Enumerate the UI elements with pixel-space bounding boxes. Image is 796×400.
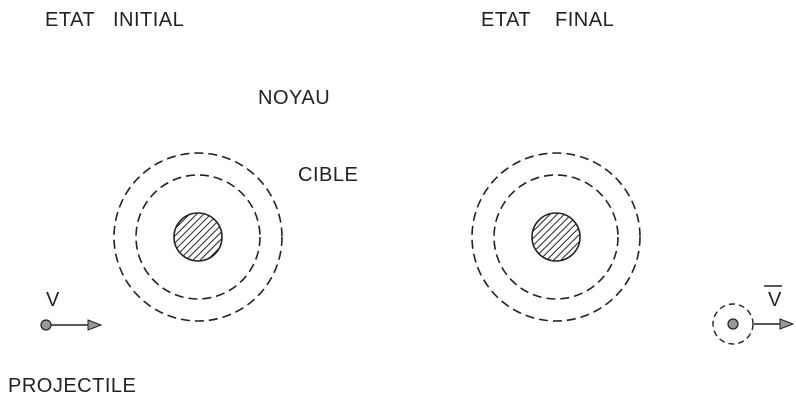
projectile-initial: V [41, 289, 101, 330]
projectile-particle [41, 320, 51, 330]
nucleus-label: NOYAU [258, 87, 330, 109]
projectile-particle-final [728, 319, 738, 329]
initial-state-panel: ETAT INITIAL NOYAU CIBLE V PROJECTILE [8, 9, 358, 397]
target-atom-initial [114, 153, 282, 321]
target-nucleus [174, 213, 222, 261]
target-atom-final [472, 153, 640, 321]
target-nucleus-final [532, 213, 580, 261]
final-velocity-arrow-head [780, 319, 793, 329]
velocity-arrow-head [88, 320, 101, 330]
initial-velocity-label: V [46, 289, 60, 311]
final-state-panel: ETAT FINAL V [472, 9, 793, 344]
projectile-final: V [713, 286, 793, 344]
initial-state-title: ETAT INITIAL [45, 9, 184, 31]
final-velocity-label: V [768, 289, 782, 311]
target-label: CIBLE [298, 164, 358, 186]
projectile-label: PROJECTILE [8, 375, 136, 397]
final-state-title: ETAT FINAL [481, 9, 614, 31]
